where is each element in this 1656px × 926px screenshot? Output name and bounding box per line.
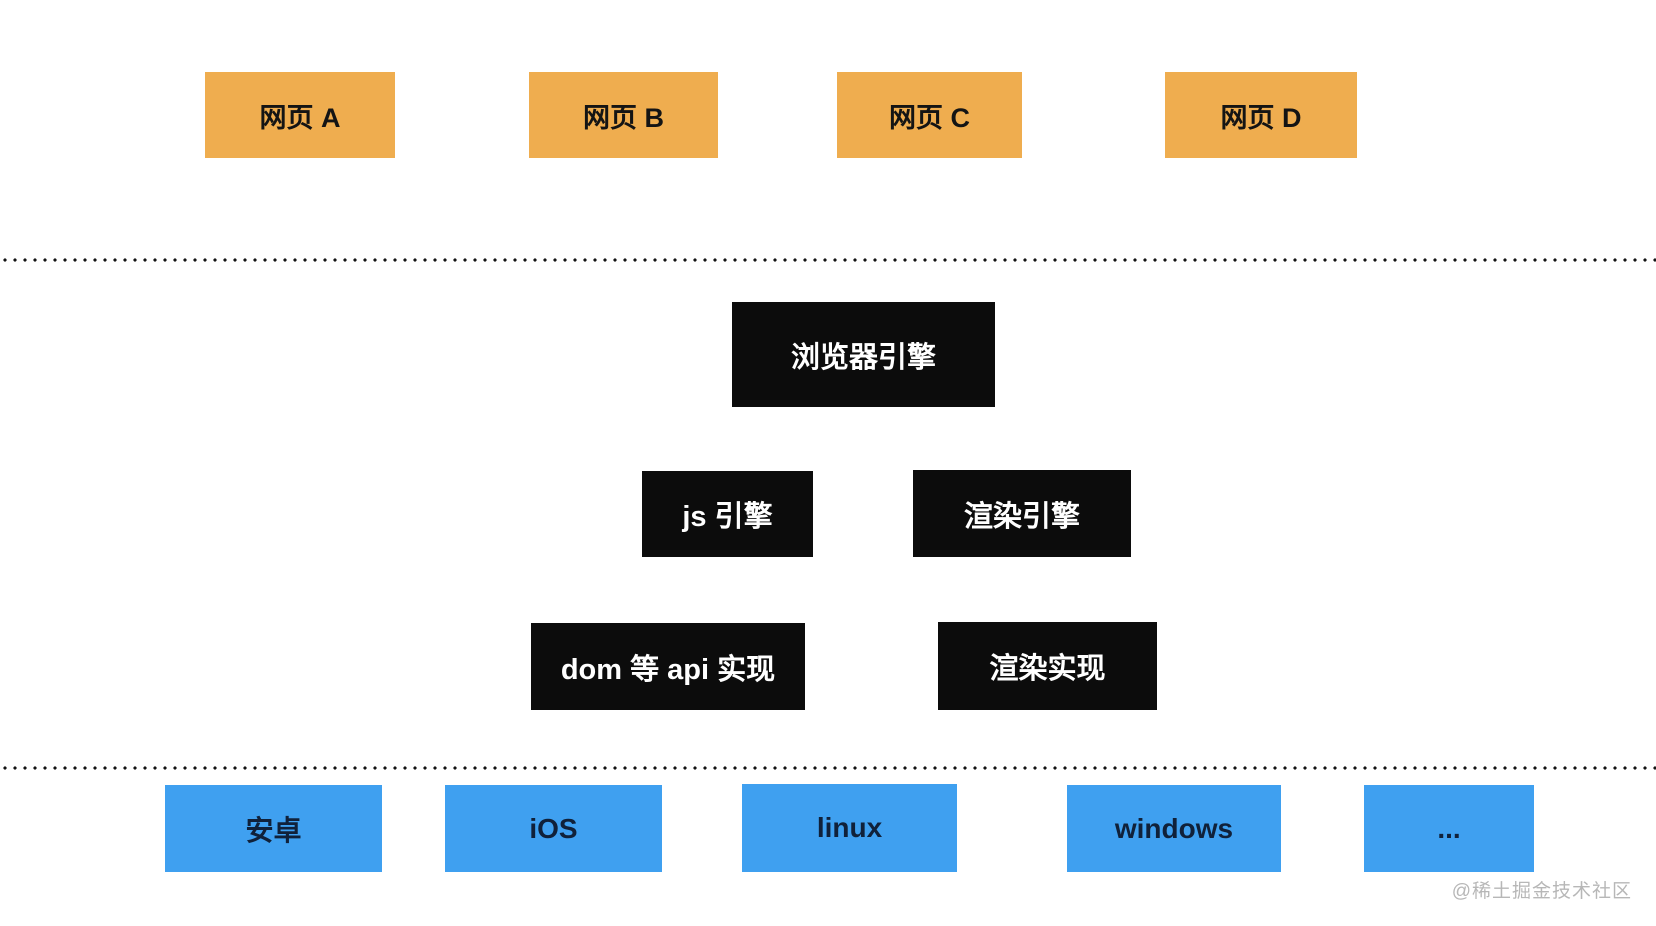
node-browser-engine: 浏览器引擎 <box>732 302 995 407</box>
node-platform-linux: linux <box>742 784 957 872</box>
node-platform-android: 安卓 <box>165 785 382 872</box>
node-js-engine: js 引擎 <box>642 471 813 557</box>
node-platform-ellipsis: ... <box>1364 785 1534 872</box>
node-webpage-d: 网页 D <box>1165 72 1357 158</box>
node-platform-ios: iOS <box>445 785 662 872</box>
node-webpage-a: 网页 A <box>205 72 395 158</box>
node-webpage-c: 网页 C <box>837 72 1022 158</box>
watermark: @稀土掘金技术社区 <box>1451 881 1632 902</box>
node-dom-api-implementation: dom 等 api 实现 <box>531 623 805 710</box>
separator-engine-platforms <box>0 766 1656 770</box>
separator-webpages-engine <box>0 258 1656 262</box>
node-webpage-b: 网页 B <box>529 72 718 158</box>
node-platform-windows: windows <box>1067 785 1281 872</box>
node-render-implementation: 渲染实现 <box>938 622 1157 710</box>
node-render-engine: 渲染引擎 <box>913 470 1131 557</box>
